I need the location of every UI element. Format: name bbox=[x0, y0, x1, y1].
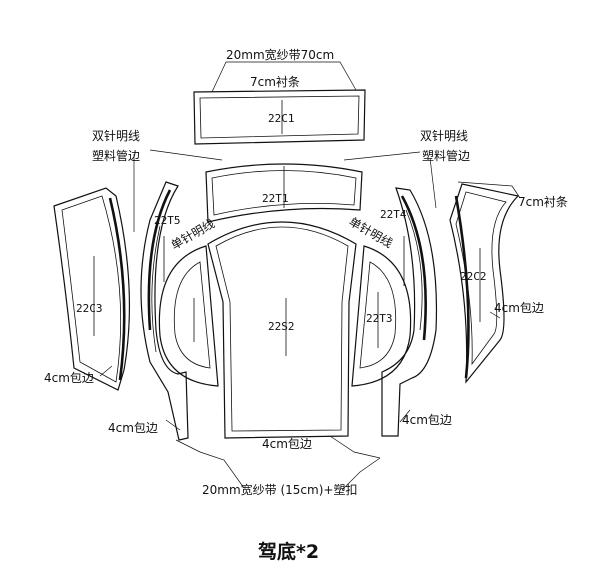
label-double-stitch-right: 双针明线 bbox=[420, 128, 468, 143]
label-22s2: 22S2 bbox=[268, 320, 295, 333]
label-22t4: 22T4 bbox=[380, 208, 407, 221]
label-22t5: 22T5 bbox=[154, 214, 181, 227]
label-tape-top: 20mm宽纱带70cm bbox=[226, 47, 334, 62]
label-lining-top: 7cm衬条 bbox=[250, 75, 300, 89]
piece-22t5 bbox=[140, 181, 189, 441]
label-wrap-center: 4cm包边 bbox=[262, 437, 312, 451]
label-wrap-left-bottom: 4cm包边 bbox=[108, 421, 158, 435]
label-wrap-right-bottom: 4cm包边 bbox=[402, 413, 452, 427]
piece-22c1 bbox=[193, 89, 366, 145]
leader-lines bbox=[99, 61, 521, 491]
piece-22t3 bbox=[351, 245, 412, 387]
piece-22s2 bbox=[207, 221, 357, 439]
label-tape-bottom: 20mm宽纱带 (15cm)+塑扣 bbox=[202, 482, 357, 497]
label-22t1: 22T1 bbox=[262, 192, 289, 205]
label-wrap-left-low: 4cm包边 bbox=[44, 371, 94, 385]
label-piping-right: 塑料管边 bbox=[422, 148, 470, 163]
label-lining-right: 7cm衬条 bbox=[518, 195, 568, 209]
piece-left-panel bbox=[158, 245, 219, 387]
label-wrap-right-mid: 4cm包边 bbox=[494, 301, 544, 315]
label-22c2: 22C2 bbox=[460, 270, 487, 283]
piece-22c2 bbox=[449, 183, 520, 384]
label-double-stitch-left: 双针明线 bbox=[92, 128, 140, 143]
label-22c1: 22C1 bbox=[268, 112, 295, 125]
label-22t3: 22T3 bbox=[366, 312, 393, 325]
piece-22t1 bbox=[205, 163, 363, 223]
piece-22c3 bbox=[53, 187, 131, 391]
piece-22t4 bbox=[381, 187, 438, 437]
diagram-title: 驾底*2 bbox=[258, 540, 319, 563]
label-22c3: 22C3 bbox=[76, 302, 103, 315]
label-piping-left: 塑料管边 bbox=[92, 148, 140, 163]
